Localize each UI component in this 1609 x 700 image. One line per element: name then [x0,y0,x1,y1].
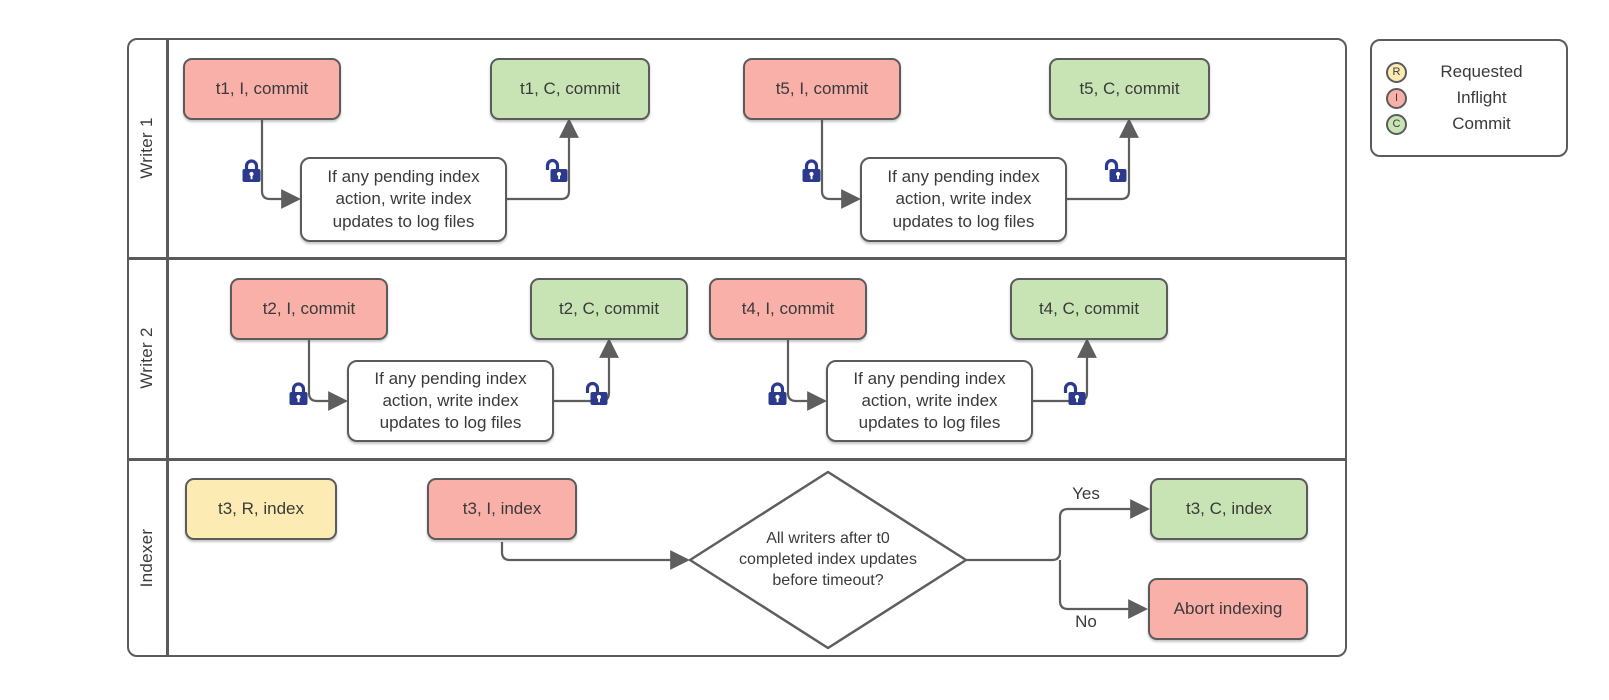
commit-badge-icon: C [1386,113,1407,135]
requested-badge-icon: R [1386,61,1407,83]
lane-label-indexer: Indexer [137,528,156,588]
state-box-t2-commit: t2, C, commit [530,278,688,340]
legend-label-inflight: Inflight [1456,88,1507,107]
state-box-t5-inflight: t5, I, commit [743,58,901,120]
decision-label: All writers after t0 completed index upd… [739,530,917,589]
yes-edge-label: Yes [1072,484,1100,503]
no-edge-label: No [1075,612,1097,631]
state-box-t3-commit: t3, C, index [1150,478,1308,540]
legend-row-commit: C Commit [1386,113,1556,135]
process-box-writer1-a: If any pending index action, write index… [300,157,507,242]
lane-label-writer1: Writer 1 [137,117,156,179]
legend-row-inflight: I Inflight [1386,87,1556,109]
lane-separator-1 [127,257,1347,260]
lane-separator-2 [127,458,1347,461]
state-box-t5-commit: t5, C, commit [1049,58,1210,120]
legend: R Requested I Inflight C Commit [1370,39,1568,157]
state-box-t1-inflight: t1, I, commit [183,58,341,120]
process-box-writer2-b: If any pending index action, write index… [826,360,1033,442]
state-box-t3-requested: t3, R, index [185,478,337,540]
state-box-t4-commit: t4, C, commit [1010,278,1168,340]
state-box-t2-inflight: t2, I, commit [230,278,388,340]
process-box-writer1-b: If any pending index action, write index… [860,157,1067,242]
state-box-t3-inflight: t3, I, index [427,478,577,540]
state-box-t1-commit: t1, C, commit [490,58,650,120]
legend-label-commit: Commit [1452,114,1511,133]
lane-label-divider [166,38,169,657]
legend-row-requested: R Requested [1386,61,1556,83]
abort-indexing-box: Abort indexing [1148,578,1308,640]
lane-label-writer2: Writer 2 [137,327,156,389]
process-box-writer2-a: If any pending index action, write index… [347,360,554,442]
state-box-t4-inflight: t4, I, commit [709,278,867,340]
legend-label-requested: Requested [1440,62,1523,81]
inflight-badge-icon: I [1386,87,1407,109]
